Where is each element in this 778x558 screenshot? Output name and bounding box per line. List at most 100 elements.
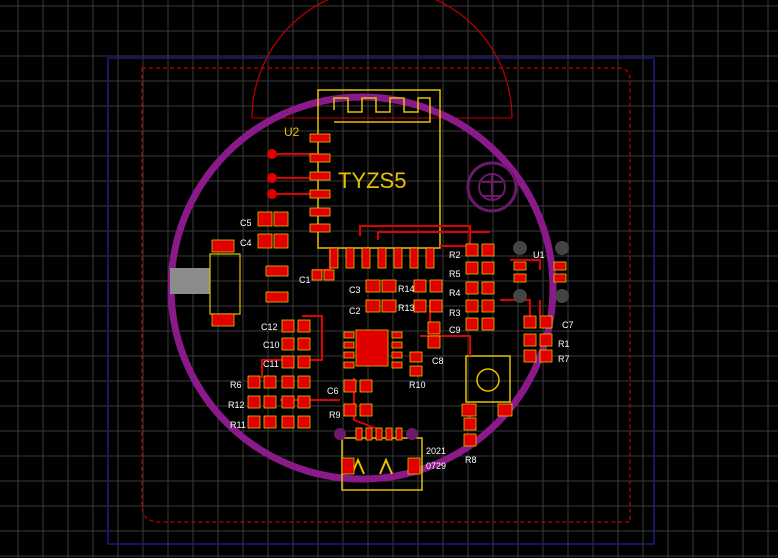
module-pad-left[interactable] <box>309 133 331 143</box>
pad-c3[interactable] <box>365 279 381 293</box>
pad-c10[interactable] <box>281 337 295 351</box>
u1-pad[interactable] <box>513 273 527 283</box>
pad-c4[interactable] <box>257 233 273 249</box>
usb-mount[interactable] <box>334 428 346 440</box>
regulator-ic[interactable] <box>355 329 389 367</box>
pad-r-left[interactable] <box>263 415 277 429</box>
pad-c2[interactable] <box>365 299 381 313</box>
u1-pad[interactable] <box>555 241 569 255</box>
pad-batt[interactable] <box>211 239 235 253</box>
pad-r14[interactable] <box>429 279 443 293</box>
pad-c6[interactable] <box>359 379 373 393</box>
pad-c7[interactable] <box>539 315 553 329</box>
pad-r8[interactable] <box>463 433 477 447</box>
module-pad-bottom[interactable] <box>361 247 371 269</box>
u1-pad[interactable] <box>513 241 527 255</box>
module-pad-bottom[interactable] <box>425 247 435 269</box>
usb-pin[interactable] <box>365 427 373 441</box>
pad-r7[interactable] <box>539 349 553 363</box>
pad-r9[interactable] <box>343 403 357 417</box>
pad-r10[interactable] <box>409 351 423 363</box>
pad-r[interactable] <box>465 281 479 295</box>
via[interactable] <box>267 149 277 159</box>
pad-r9[interactable] <box>359 403 373 417</box>
module-pad-bottom[interactable] <box>409 247 419 269</box>
usb-pin[interactable] <box>355 427 363 441</box>
pad-r1[interactable] <box>539 333 553 347</box>
pad-r13[interactable] <box>429 299 443 313</box>
pad-r-left[interactable] <box>297 375 311 389</box>
pad-r14[interactable] <box>413 279 427 293</box>
pad-r13[interactable] <box>413 299 427 313</box>
pad-c1[interactable] <box>323 269 335 281</box>
pad-r-left[interactable] <box>297 415 311 429</box>
pad-r[interactable] <box>481 243 495 257</box>
pad-c5[interactable] <box>273 211 289 227</box>
module-pad-left[interactable] <box>309 171 331 181</box>
module-pad-left[interactable] <box>309 223 331 233</box>
pad-r7[interactable] <box>523 349 537 363</box>
ic-pin[interactable] <box>391 351 403 359</box>
module-pad-bottom[interactable] <box>345 247 355 269</box>
pad-r-left[interactable] <box>247 375 261 389</box>
pad-batt[interactable] <box>265 291 289 303</box>
u1-pad[interactable] <box>513 261 527 271</box>
pad-batt[interactable] <box>211 313 235 327</box>
pad-r1[interactable] <box>523 333 537 347</box>
usb-pin[interactable] <box>385 427 393 441</box>
usb-mount[interactable] <box>406 428 418 440</box>
pad-c12[interactable] <box>297 319 311 333</box>
ic-pin[interactable] <box>343 341 355 349</box>
pad-batt[interactable] <box>265 265 289 277</box>
usb-shell[interactable] <box>341 457 355 475</box>
ic-pin[interactable] <box>343 331 355 339</box>
ic-pin[interactable] <box>391 361 403 369</box>
via[interactable] <box>267 189 277 199</box>
via[interactable] <box>267 173 277 183</box>
ic-pin[interactable] <box>343 351 355 359</box>
ic-pin[interactable] <box>391 341 403 349</box>
pad-c8[interactable] <box>427 335 441 349</box>
module-pad-left[interactable] <box>309 189 331 199</box>
button-pad[interactable] <box>497 403 513 417</box>
pad-r[interactable] <box>465 261 479 275</box>
pad-r-left[interactable] <box>281 395 295 409</box>
module-pad-left[interactable] <box>309 153 331 163</box>
pad-c6[interactable] <box>343 379 357 393</box>
ic-pin[interactable] <box>343 361 355 369</box>
pad-r[interactable] <box>481 299 495 313</box>
pad-c1[interactable] <box>311 269 323 281</box>
pad-c11[interactable] <box>297 355 311 369</box>
pad-c2[interactable] <box>381 299 397 313</box>
pad-r[interactable] <box>465 243 479 257</box>
u1-pad[interactable] <box>553 273 567 283</box>
pad-r-left[interactable] <box>263 395 277 409</box>
pad-c4[interactable] <box>273 233 289 249</box>
pad-r8[interactable] <box>463 417 477 431</box>
pad-r[interactable] <box>481 317 495 331</box>
pad-r-left[interactable] <box>281 375 295 389</box>
pad-r-left[interactable] <box>281 415 295 429</box>
ic-pin[interactable] <box>391 331 403 339</box>
battery-connector-pad[interactable] <box>170 268 210 294</box>
module-pad-bottom[interactable] <box>393 247 403 269</box>
button-pad[interactable] <box>461 403 477 417</box>
pad-r[interactable] <box>465 317 479 331</box>
pad-r[interactable] <box>465 299 479 313</box>
pad-c8[interactable] <box>427 321 441 335</box>
module-pad-bottom[interactable] <box>377 247 387 269</box>
module-pad-bottom[interactable] <box>329 247 339 269</box>
pad-r-left[interactable] <box>297 395 311 409</box>
pad-r-left[interactable] <box>247 395 261 409</box>
pad-c10[interactable] <box>297 337 311 351</box>
module-u2[interactable]: TYZS5 U2 <box>284 89 441 249</box>
u1-pad[interactable] <box>553 261 567 271</box>
u1-pad[interactable] <box>555 289 569 303</box>
pad-c12[interactable] <box>281 319 295 333</box>
pad-r[interactable] <box>481 261 495 275</box>
usb-pin[interactable] <box>375 427 383 441</box>
pad-c3[interactable] <box>381 279 397 293</box>
pad-c5[interactable] <box>257 211 273 227</box>
pad-r[interactable] <box>481 281 495 295</box>
